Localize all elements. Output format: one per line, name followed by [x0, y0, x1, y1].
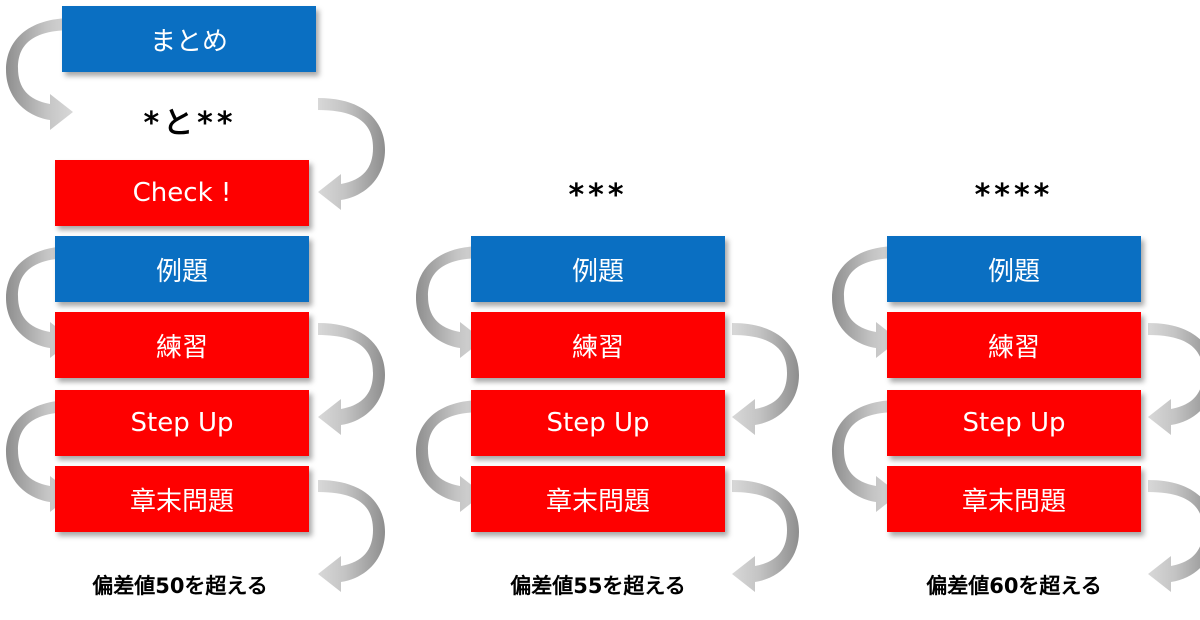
stepup-box-1: Step Up: [55, 390, 309, 456]
check-box: Check !: [55, 160, 309, 226]
level-label-3: ****: [974, 178, 1054, 213]
arrow-right-1: [318, 98, 385, 210]
level-label-1: *と**: [143, 106, 237, 141]
example-box-2: 例題: [471, 236, 725, 302]
summary-box: まとめ: [62, 6, 316, 72]
caption-1: 偏差値50を超える: [92, 574, 268, 598]
stepup-box-3: Step Up: [887, 390, 1141, 456]
arrow-right-4: [732, 323, 799, 435]
chapter-problems-box-1: 章末問題: [55, 466, 309, 532]
arrow-right-6: [1148, 323, 1200, 435]
caption-2: 偏差値55を超える: [510, 574, 686, 598]
example-box-3: 例題: [887, 236, 1141, 302]
arrow-right-2: [318, 323, 385, 435]
stepup-box-2: Step Up: [471, 390, 725, 456]
arrow-right-7: [1148, 480, 1200, 592]
practice-box-3: 練習: [887, 312, 1141, 378]
caption-3: 偏差値60を超える: [926, 574, 1102, 598]
example-box-1: 例題: [55, 236, 309, 302]
practice-box-2: 練習: [471, 312, 725, 378]
practice-box-1: 練習: [55, 312, 309, 378]
chapter-problems-box-2: 章末問題: [471, 466, 725, 532]
arrow-right-5: [732, 480, 799, 592]
level-label-2: ***: [568, 178, 628, 213]
arrow-right-3: [318, 480, 385, 592]
chapter-problems-box-3: 章末問題: [887, 466, 1141, 532]
